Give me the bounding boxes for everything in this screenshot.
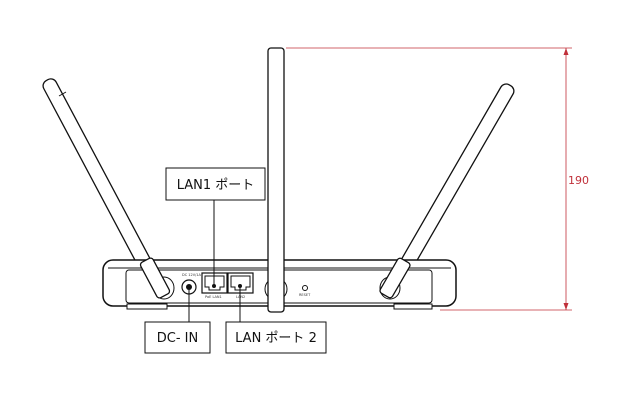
height-dimension-label: 190 <box>568 174 589 187</box>
dc-marking: DC 12V/1A <box>182 273 202 277</box>
lan1-marking: PoE LAN1 <box>205 295 222 299</box>
height-dimension <box>286 47 572 311</box>
dc-in-callout-label: DC- IN <box>157 331 198 346</box>
lan1-callout-label: LAN1 ポート <box>177 178 255 193</box>
center-antenna <box>264 47 288 313</box>
callout-lan1: LAN1 ポート <box>165 167 266 287</box>
lan2-callout-label: LAN ポート 2 <box>235 331 317 346</box>
lan2-port: LAN2 <box>227 272 254 299</box>
left-antenna-base <box>139 257 175 300</box>
right-antenna-base <box>379 257 411 300</box>
reset-button: RESET <box>299 285 311 297</box>
callout-dc-in: DC- IN <box>144 287 211 354</box>
lan2-marking: LAN2 <box>236 295 245 299</box>
reset-marking: RESET <box>299 293 311 297</box>
callout-lan2: LAN ポート 2 <box>225 287 327 354</box>
